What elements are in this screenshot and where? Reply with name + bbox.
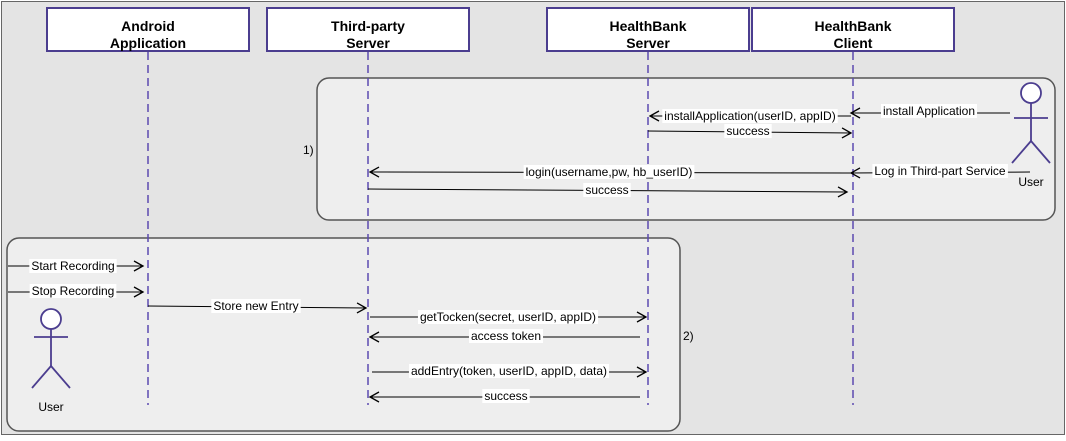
label-success-1: success: [726, 124, 769, 138]
group-1-box: [316, 77, 1056, 221]
participant-healthbank-client: HealthBank Client: [751, 7, 955, 52]
label-login-call: login(username,pw, hb_userID): [526, 165, 693, 179]
participant-android-line2: Application: [110, 35, 186, 51]
label-store-new-entry: Store new Entry: [213, 299, 298, 313]
participant-hbserver-line2: Server: [626, 35, 670, 51]
label-access-token: access token: [471, 329, 541, 343]
group-1-label: 1): [303, 143, 314, 157]
label-install-application: install Application: [883, 104, 975, 118]
participant-healthbank-server: HealthBank Server: [546, 7, 750, 52]
participant-third-party-server: Third-party Server: [266, 7, 470, 52]
participant-thirdparty-line2: Server: [346, 35, 390, 51]
label-install-application-call: installApplication(userID, appID): [664, 109, 835, 123]
participant-android-line1: Android: [121, 18, 175, 34]
label-success-2: success: [585, 183, 628, 197]
top-user-label: User: [1018, 175, 1043, 189]
group-2-box: [6, 237, 681, 432]
label-add-entry: addEntry(token, userID, appID, data): [411, 364, 607, 378]
label-stop-recording: Stop Recording: [32, 284, 115, 298]
user-actor-icon: [1011, 82, 1051, 164]
user-actor-icon: [31, 308, 71, 389]
label-start-recording: Start Recording: [31, 259, 114, 273]
bottom-user-label: User: [38, 400, 63, 414]
message-labels: install Application installApplication(u…: [29, 104, 1008, 403]
participant-hbserver-line1: HealthBank: [609, 18, 686, 34]
participant-hbclient-line2: Client: [834, 35, 873, 51]
label-success-3: success: [484, 389, 527, 403]
group-2-label: 2): [683, 329, 694, 343]
label-get-token: getTocken(secret, userID, appID): [420, 310, 596, 324]
participant-android-application: Android Application: [46, 7, 250, 52]
label-log-in-service: Log in Third-part Service: [874, 164, 1006, 178]
participant-hbclient-line1: HealthBank: [814, 18, 891, 34]
participant-thirdparty-line1: Third-party: [331, 18, 405, 34]
